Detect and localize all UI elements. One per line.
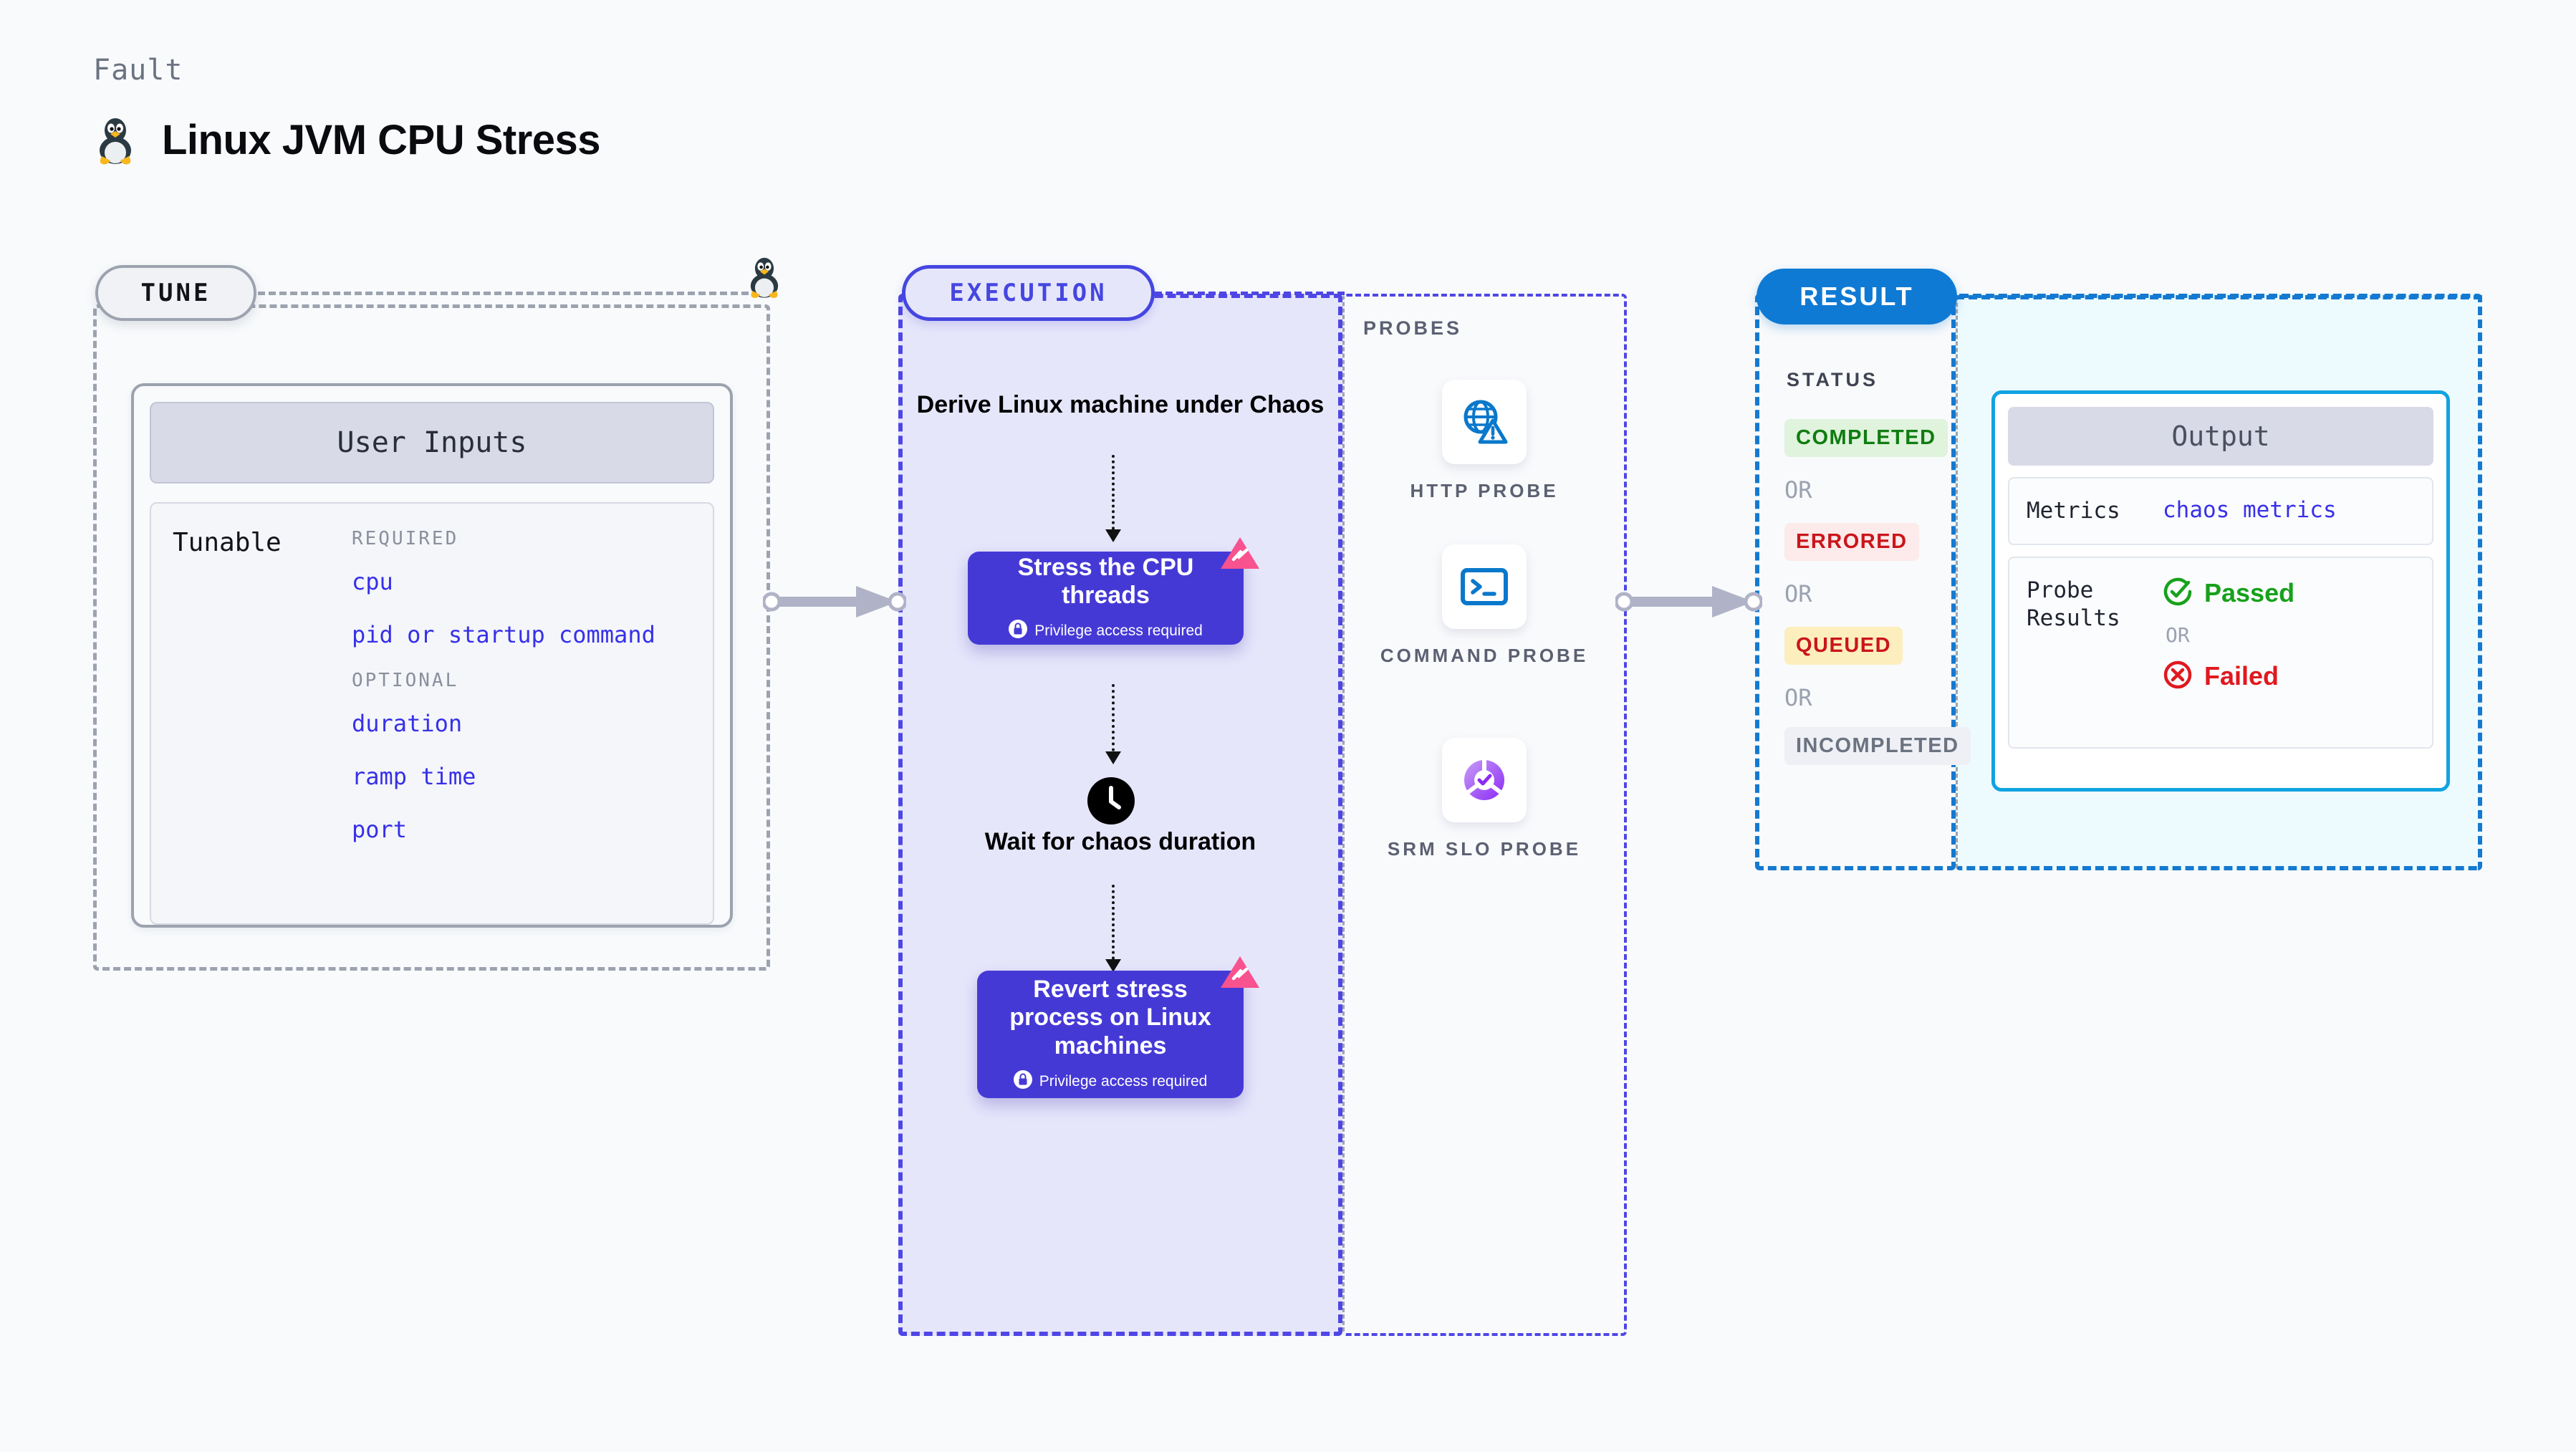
metrics-label: Metrics bbox=[2027, 498, 2120, 524]
chaos-ribbon-icon bbox=[1219, 536, 1261, 578]
probe-result-failed: Failed bbox=[2163, 660, 2294, 693]
tux-penguin-icon bbox=[93, 115, 138, 165]
tunable-item-ramp-time[interactable]: ramp time bbox=[352, 763, 476, 790]
lock-icon bbox=[1009, 620, 1028, 643]
user-inputs-card: User Inputs Tunable REQUIRED cpu pid or … bbox=[131, 383, 733, 928]
probe-srm-slo-label: SRM SLO PROBE bbox=[1387, 838, 1582, 860]
tunable-item-port[interactable]: port bbox=[352, 816, 408, 843]
user-inputs-header: User Inputs bbox=[150, 402, 714, 484]
revert-box-privilege-note: Privilege access required bbox=[1013, 1070, 1208, 1093]
status-badge-completed: COMPLETED bbox=[1784, 419, 1948, 457]
tux-penguin-icon-corner bbox=[745, 254, 784, 302]
execution-step-revert-box[interactable]: Revert stress process on Linux machines … bbox=[977, 956, 1259, 1098]
stress-box-title: Stress the CPU threads bbox=[1017, 553, 1194, 609]
tunable-lists: REQUIRED cpu pid or startup command OPTI… bbox=[352, 528, 691, 923]
cross-circle-icon bbox=[2163, 660, 2193, 693]
privilege-note-text: Privilege access required bbox=[1039, 1073, 1208, 1090]
output-header: Output bbox=[2008, 407, 2433, 466]
flow-arrow-1 bbox=[1105, 455, 1121, 542]
page-title-row: Linux JVM CPU Stress bbox=[93, 115, 601, 165]
stage-badge-tune[interactable]: TUNE bbox=[95, 265, 256, 321]
output-row-probe-results: Probe Results Passed OR bbox=[2008, 556, 2433, 749]
status-badge-incompleted: INCOMPLETED bbox=[1784, 727, 1971, 765]
probe-result-or-label: OR bbox=[2166, 622, 2190, 647]
execution-top-divider bbox=[1155, 292, 1345, 295]
probe-http-label: HTTP PROBE bbox=[1410, 480, 1559, 501]
tunable-group-optional-title: OPTIONAL bbox=[352, 670, 459, 691]
connector-probes-to-result bbox=[1614, 580, 1764, 623]
output-card: Output Metrics chaos metrics Probe Resul… bbox=[1991, 390, 2450, 792]
check-circle-icon bbox=[2163, 577, 2193, 610]
flow-arrow-3 bbox=[1105, 885, 1121, 972]
metrics-value[interactable]: chaos metrics bbox=[2163, 497, 2337, 523]
execution-step-wait: Wait for chaos duration bbox=[984, 828, 1256, 855]
probe-result-passed-text: Passed bbox=[2204, 578, 2295, 608]
probes-title: PROBES bbox=[1363, 317, 1463, 339]
clock-icon bbox=[1087, 777, 1135, 828]
revert-box-title: Revert stress process on Linux machines bbox=[1009, 975, 1211, 1059]
status-or-label: OR bbox=[1784, 476, 1812, 504]
terminal-icon bbox=[1442, 544, 1527, 629]
globe-warning-icon bbox=[1442, 380, 1527, 464]
output-row-metrics: Metrics chaos metrics bbox=[2008, 477, 2433, 545]
status-title: STATUS bbox=[1787, 369, 1878, 390]
chaos-ribbon-icon bbox=[1219, 955, 1261, 997]
result-top-divider bbox=[1956, 295, 2482, 299]
flow-arrow-2 bbox=[1105, 684, 1121, 764]
probe-results-label: Probe Results bbox=[2027, 577, 2120, 631]
probe-result-failed-text: Failed bbox=[2204, 661, 2279, 691]
probe-srm-slo[interactable]: SRM SLO PROBE bbox=[1377, 738, 1592, 862]
stage-badge-execution[interactable]: EXECUTION bbox=[902, 265, 1155, 321]
connector-tune-to-execution bbox=[761, 580, 908, 623]
execution-step-derive: Derive Linux machine under Chaos bbox=[916, 391, 1325, 418]
tunable-item-pid[interactable]: pid or startup command bbox=[352, 621, 655, 648]
status-badge-errored: ERRORED bbox=[1784, 523, 1919, 561]
stress-box-privilege-note: Privilege access required bbox=[1009, 620, 1203, 643]
tunable-item-cpu[interactable]: cpu bbox=[352, 568, 393, 595]
probe-http[interactable]: HTTP PROBE bbox=[1377, 380, 1592, 504]
tunable-body: Tunable REQUIRED cpu pid or startup comm… bbox=[150, 502, 714, 925]
probe-command[interactable]: COMMAND PROBE bbox=[1377, 544, 1592, 668]
status-or-label: OR bbox=[1784, 684, 1812, 711]
page-title: Linux JVM CPU Stress bbox=[162, 116, 601, 163]
stage-badge-result[interactable]: RESULT bbox=[1756, 269, 1957, 324]
tunable-group-required-title: REQUIRED bbox=[352, 528, 459, 549]
tune-top-divider bbox=[258, 292, 759, 295]
probe-result-passed: Passed bbox=[2163, 577, 2294, 610]
fault-kicker: Fault bbox=[93, 54, 183, 87]
probe-results-values: Passed OR Failed bbox=[2163, 577, 2294, 693]
result-panel bbox=[1755, 294, 1956, 870]
probe-command-label: COMMAND PROBE bbox=[1380, 645, 1589, 666]
tune-panel bbox=[93, 304, 770, 971]
slo-donut-check-icon bbox=[1442, 738, 1527, 822]
privilege-note-text: Privilege access required bbox=[1034, 622, 1203, 640]
status-or-label: OR bbox=[1784, 580, 1812, 607]
lock-icon bbox=[1013, 1070, 1032, 1093]
tunable-item-duration[interactable]: duration bbox=[352, 710, 463, 737]
tunable-label: Tunable bbox=[173, 528, 282, 557]
execution-step-stress-box[interactable]: Stress the CPU threads Privilege access … bbox=[968, 537, 1259, 645]
status-badge-queued: QUEUED bbox=[1784, 627, 1903, 665]
